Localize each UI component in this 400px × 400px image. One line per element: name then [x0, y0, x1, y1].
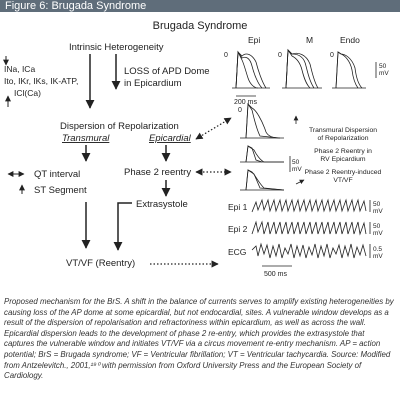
trace-scale-mv-b: mV — [292, 166, 302, 173]
trace-label-m: M — [306, 35, 313, 45]
bottom-scale-mv-c: mV — [373, 253, 383, 260]
bottom-scale-50-b: 50 — [373, 223, 381, 230]
trace-zero-1: 0 — [224, 52, 228, 59]
trace-label-ecg: ECG — [228, 247, 246, 257]
trace-500ms: 500 ms — [264, 271, 287, 278]
node-intrinsic-heterogeneity: Intrinsic Heterogeneity — [69, 42, 164, 53]
ecg-trace — [251, 242, 367, 259]
trace-scale-50: 50 — [379, 63, 387, 70]
label-transmural-dispersion-2: of Repolarization — [317, 135, 368, 142]
ap-trace-labels: Epi M Endo 0 0 0 50 mV 200 ms — [224, 35, 389, 106]
diagram-heading: Brugada Syndrome — [153, 20, 248, 32]
bottom-scale-mv-a: mV — [373, 208, 383, 215]
trace-200ms: 200 ms — [234, 99, 257, 106]
label-phase2-rv-1: Phase 2 Reentry in — [314, 148, 372, 155]
label-phase2-vtvf-1: Phase 2 Reentry-induced — [305, 169, 382, 176]
trace-scale-mv: mV — [379, 70, 389, 77]
currents-line2: Ito, IKr, IKs, IK-ATP, — [4, 76, 78, 86]
node-st-segment: ST Segment — [34, 185, 87, 196]
epi1-trace — [251, 198, 367, 213]
brugada-diagram: Brugada Syndrome Intrinsic Heterogeneity… — [3, 20, 389, 278]
node-epicardial: Epicardial — [149, 133, 192, 144]
trace-zero-4: 0 — [238, 107, 242, 114]
ion-currents: INa, ICa Ito, IKr, IKs, IK-ATP, ICl(Ca) — [4, 64, 78, 98]
trace-label-epi1: Epi 1 — [228, 202, 248, 212]
dotted-link-epicardial — [195, 117, 232, 140]
label-phase2-rv-2: RV Epicardium — [320, 156, 366, 163]
label-phase2-vtvf-2: VT/VF — [333, 177, 352, 184]
node-dispersion: Dispersion of Repolarization — [60, 121, 179, 132]
bottom-scale-50-a: 50 — [373, 201, 381, 208]
epi2-trace — [251, 220, 367, 236]
bottom-trace-labels: Epi 1 Epi 2 ECG 50 mV 50 mV 0.5 mV 500 m… — [228, 201, 383, 278]
trace-label-endo: Endo — [340, 35, 360, 45]
node-vtvf-reentry: VT/VF (Reentry) — [66, 258, 135, 269]
node-phase2-reentry: Phase 2 reentry — [124, 167, 191, 178]
right-labels: Transmural Dispersion of Repolarization … — [305, 127, 382, 184]
figure-title: Figure 6: Brugada Syndrome — [0, 0, 400, 12]
trace-zero-2: 0 — [278, 52, 282, 59]
node-qt-interval: QT interval — [34, 169, 80, 180]
label-transmural-dispersion-1: Transmural Dispersion — [309, 127, 377, 134]
node-loss-apd-dome-line2: in Epicardium — [124, 78, 182, 89]
node-loss-apd-dome-line1: LOSS of APD Dome — [124, 66, 210, 77]
ap-middle-panel: 0 50 mV — [238, 102, 305, 191]
trace-label-epi2: Epi 2 — [228, 224, 248, 234]
trace-scale-50-b: 50 — [292, 159, 300, 166]
ap-traces — [232, 48, 377, 97]
trace-label-epi: Epi — [248, 35, 260, 45]
bottom-scale-0-5: 0.5 — [373, 246, 382, 253]
bottom-scale-mv-b: mV — [373, 230, 383, 237]
node-transmural: Transmural — [62, 133, 110, 144]
node-extrasystole: Extrasystole — [136, 199, 188, 210]
figure-caption: Proposed mechanism for the BrS. A shift … — [4, 297, 394, 381]
currents-line1: INa, ICa — [4, 64, 35, 74]
bottom-traces — [251, 198, 371, 267]
trace-zero-3: 0 — [330, 52, 334, 59]
currents-line3: ICl(Ca) — [14, 88, 41, 98]
arrow-extrasystole-to-vtvf — [113, 202, 132, 251]
